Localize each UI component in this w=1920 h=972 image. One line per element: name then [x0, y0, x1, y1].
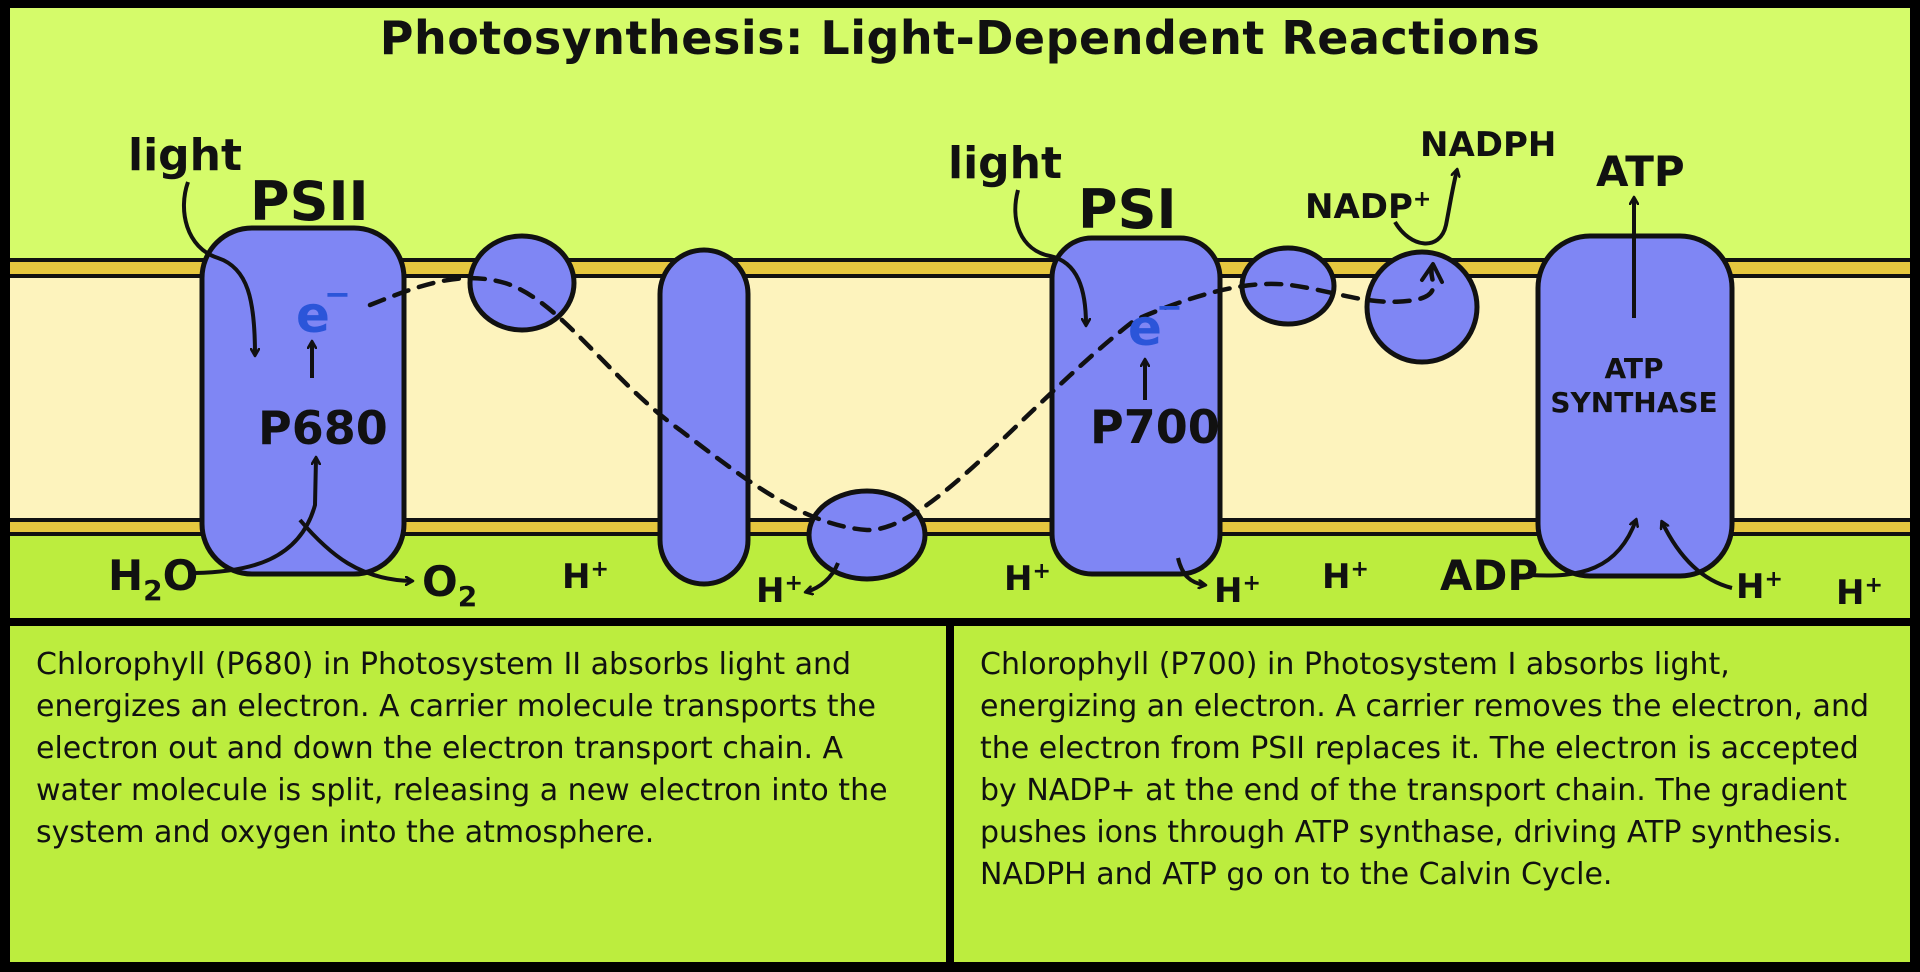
nadp-to-nadph-arrow [1393, 170, 1457, 246]
ps1-label: PSI [1078, 178, 1177, 241]
atp-label: ATP [1596, 147, 1685, 196]
page-title: Photosynthesis: Light-Dependent Reaction… [379, 11, 1541, 65]
membrane-edge-bottom [10, 520, 1910, 534]
ps1-description-text: Chlorophyll (P700) in Photosystem I abso… [980, 647, 1869, 892]
h-plus-arrow-ps1 [1176, 557, 1205, 585]
h-plus-label-6: H+ [1736, 567, 1783, 607]
title-bar: Photosynthesis: Light-Dependent Reaction… [10, 8, 1910, 68]
ps1-description-panel: Chlorophyll (P700) in Photosystem I abso… [954, 626, 1910, 962]
nadp-plus-label: NADP+ [1305, 187, 1431, 227]
light-label-right: light [948, 138, 1062, 189]
h-plus-label-1: H+ [562, 557, 609, 597]
upper-background [10, 8, 1910, 260]
ps2-description-text: Chlorophyll (P680) in Photosystem II abs… [36, 647, 888, 850]
p700-label: P700 [1090, 400, 1220, 454]
adp-label: ADP [1440, 551, 1538, 600]
electron-transport-path [367, 265, 1436, 533]
electron-label-right: e [1128, 299, 1162, 357]
ps2-description-panel: Chlorophyll (P680) in Photosystem II abs… [10, 626, 946, 962]
p680-label: P680 [258, 401, 388, 455]
light-label-left: light [128, 130, 242, 181]
nadp-reductase [1364, 249, 1480, 365]
light-arrow-right [1013, 189, 1086, 325]
atp-synthase-label-line2: SYNTHASE [1550, 386, 1717, 419]
ps1-complex [1049, 235, 1223, 577]
nadph-label: NADPH [1420, 125, 1556, 165]
h-plus-in-arrow [1662, 522, 1733, 590]
adp-in-arrow [1529, 520, 1636, 578]
cytochrome-complex [657, 247, 751, 587]
electron-arrowhead [1420, 262, 1444, 284]
ps2-label: PSII [250, 170, 369, 233]
carrier-2 [806, 488, 928, 582]
carrier-1 [467, 233, 577, 333]
electron-label-left: e [296, 286, 330, 344]
electron-charge-left: − [324, 275, 351, 313]
h-plus-arrow-carrier2 [806, 562, 840, 592]
water-arrow-in [194, 458, 316, 575]
light-arrow-left [181, 181, 255, 355]
electron-charge-right: − [1156, 288, 1183, 326]
oxygen-arrow-out [298, 518, 412, 581]
atp-synthase-label-line1: ATP [1604, 352, 1663, 385]
